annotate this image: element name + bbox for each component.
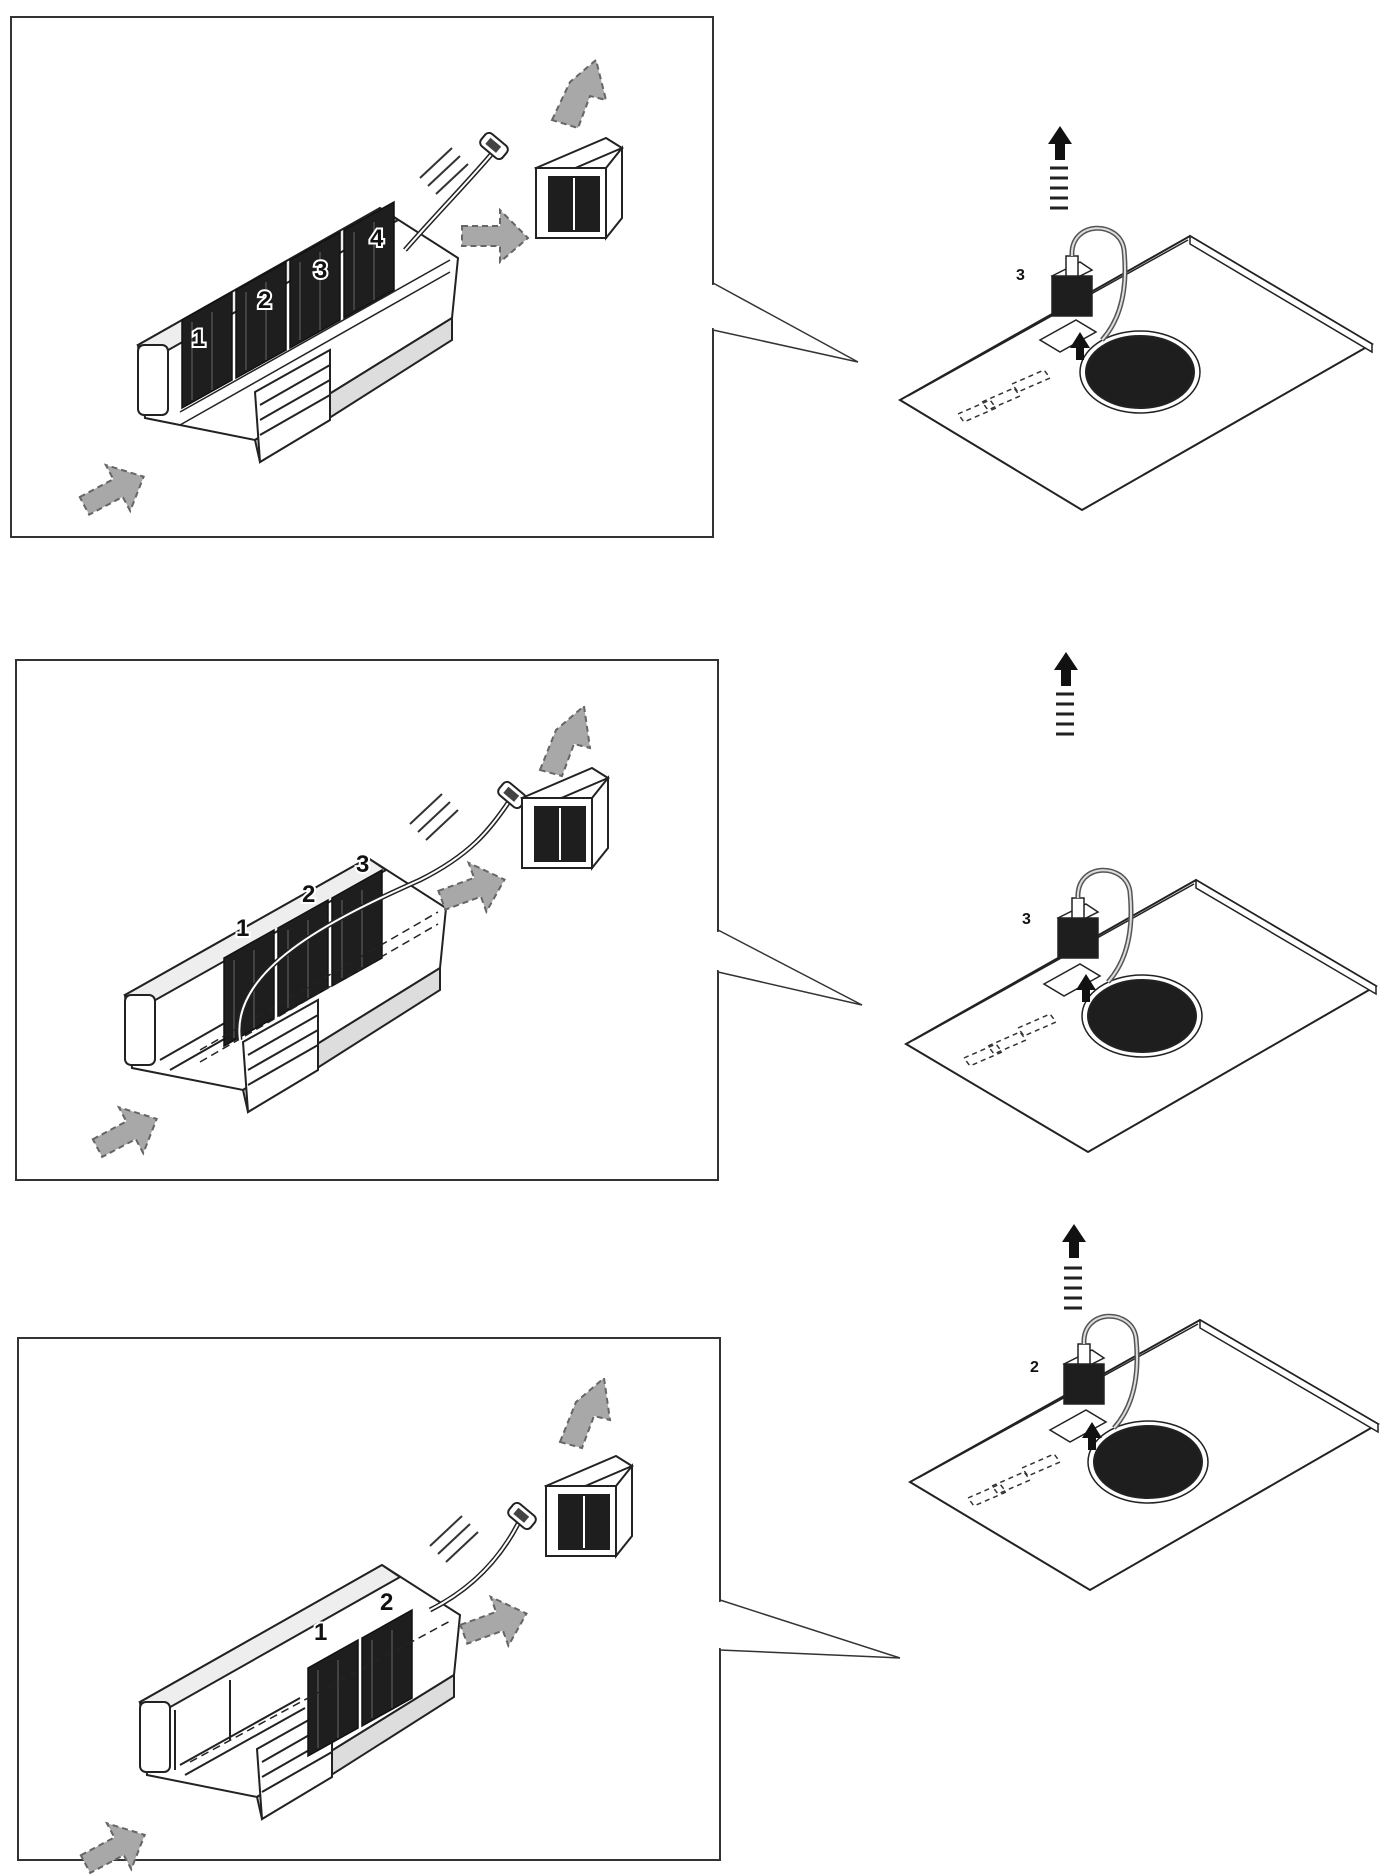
cell-number-3: 3	[356, 851, 369, 878]
cell-number-4: 4	[370, 225, 384, 252]
panel-3-lift-indicator	[1050, 1220, 1110, 1330]
speed-lines-icon	[429, 1515, 479, 1563]
cell-number-1: 1	[236, 915, 249, 942]
cell-number-1: 1	[314, 1619, 327, 1646]
base-board	[904, 878, 1378, 1154]
detail-frame	[17, 1337, 721, 1861]
cell-number-2: 2	[302, 881, 315, 908]
connector-plug-icon	[479, 131, 509, 161]
module-callout-number: 2	[1030, 1359, 1039, 1376]
solid-black-up-arrow-icon	[1082, 1422, 1102, 1450]
battery-cells	[181, 200, 395, 410]
battery-cells	[223, 868, 383, 1048]
battery-module-icon	[533, 136, 625, 241]
dashed-gray-arrow-icon	[79, 1376, 612, 1875]
cell-number-2: 2	[380, 1589, 393, 1616]
module-callout-number: 3	[1016, 267, 1025, 284]
cell-number-2: 2	[258, 287, 271, 314]
charging-pad	[1093, 1425, 1203, 1499]
solid-black-up-arrow-icon	[1062, 1224, 1086, 1258]
detail-frame	[10, 16, 714, 538]
battery-module-icon	[519, 766, 611, 871]
dashed-gray-arrow-icon	[78, 58, 608, 517]
cell-number-1: 1	[192, 325, 205, 352]
cell-number-3: 3	[314, 257, 327, 284]
step-panel-3: 1 2	[0, 1310, 1390, 1876]
speed-lines-icon	[419, 147, 469, 195]
battery-module-lifted	[1062, 1313, 1140, 1430]
battery-holder	[138, 1563, 462, 1821]
detail-frame	[15, 659, 719, 1181]
charging-pad	[1085, 335, 1195, 409]
base-board	[898, 234, 1374, 512]
motion-dashes	[1050, 166, 1068, 210]
base-board	[908, 1318, 1380, 1592]
motion-dashes	[1064, 1266, 1082, 1310]
solid-black-up-arrow-icon	[1048, 126, 1090, 360]
battery-cells	[307, 1608, 413, 1758]
battery-module-icon	[543, 1454, 635, 1559]
step-panel-1: 1 2 3 4	[0, 0, 1390, 560]
step-panel-2: 1 2 3	[0, 640, 1390, 1200]
speed-lines-icon	[409, 793, 459, 841]
connector-plug-icon	[507, 1501, 537, 1531]
callout-pointer	[712, 281, 859, 363]
solid-black-up-arrow-icon	[1054, 652, 1096, 1002]
charging-pad	[1087, 979, 1197, 1053]
module-callout-number: 3	[1022, 911, 1031, 928]
dashed-gray-arrow-icon	[91, 704, 592, 1159]
battery-module-lifted	[1056, 867, 1134, 984]
motion-dashes	[1056, 692, 1074, 736]
battery-module-lifted	[1050, 225, 1128, 342]
callout-pointer	[719, 1598, 901, 1659]
callout-pointer	[717, 928, 863, 1006]
